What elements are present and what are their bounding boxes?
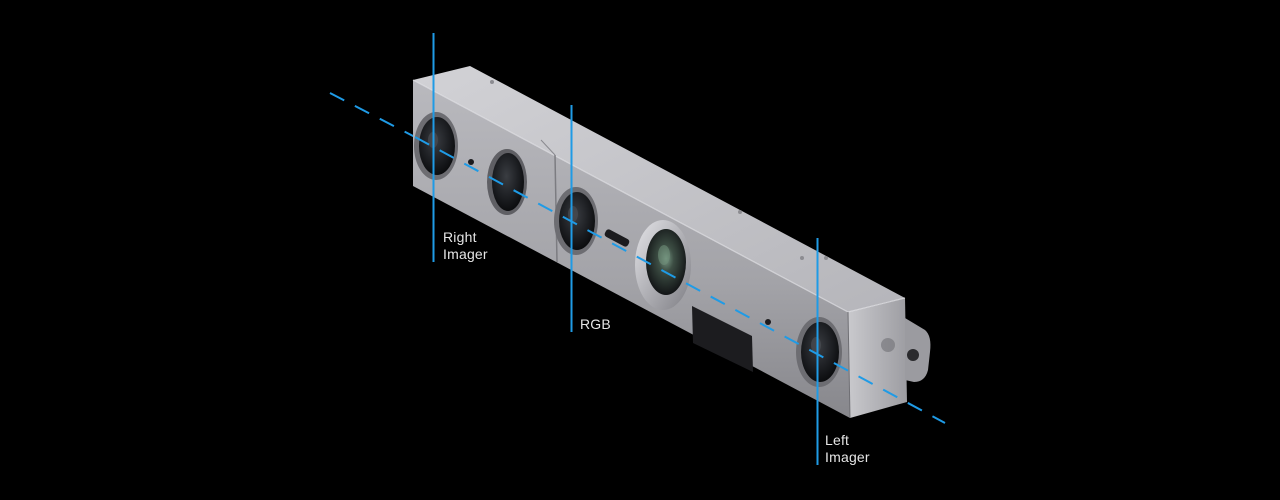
housing-end-face (848, 298, 907, 418)
left-imager-label-line1: Left (825, 432, 850, 448)
baseline-axis-back (329, 92, 416, 138)
right-imager-label-line2: Imager (443, 246, 488, 262)
mounting-tab (881, 318, 931, 382)
emitter-lens (635, 220, 691, 310)
ir-projector-window (487, 149, 527, 215)
rgb-label-line1: RGB (580, 316, 611, 332)
right-imager-label-line1: Right (443, 229, 477, 245)
housing-top-face (413, 66, 905, 312)
status-slot (604, 229, 630, 247)
right-imager-label: Right Imager (443, 229, 488, 263)
rgb-lens (554, 187, 598, 255)
small-dot (765, 319, 771, 325)
ir-sensor-dot (468, 159, 474, 165)
rgb-label: RGB (580, 316, 611, 333)
dark-sensor-window (692, 306, 753, 372)
left-imager-lens (796, 317, 842, 387)
left-imager-label-line2: Imager (825, 449, 870, 465)
left-imager-label: Left Imager (825, 432, 870, 466)
right-imager-lens (414, 112, 458, 180)
